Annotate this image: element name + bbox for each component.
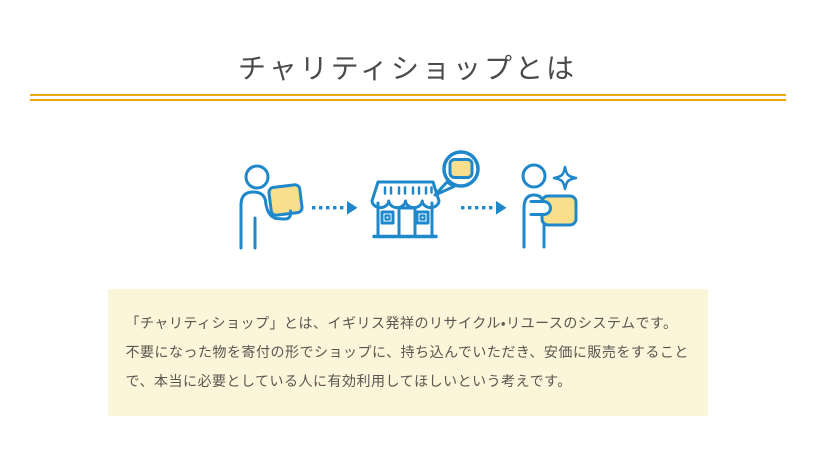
section-title: チャリティショップとは: [237, 53, 578, 84]
speech-bubble-item-icon: [433, 149, 480, 197]
charity-shop-storefront-icon: [370, 180, 440, 238]
receiver-hand: [529, 199, 552, 216]
donation-flow-illustration: [228, 141, 588, 256]
description-panel: 「チャリティショップ」とは、イギリス発祥のリサイクル・リユースのシステムです。不…: [107, 288, 708, 416]
sparkle-icon: [552, 165, 577, 190]
dotted-arrow-right-icon: [460, 200, 506, 215]
donor-person-icon: [239, 164, 269, 250]
dotted-arrow-right-icon: [311, 200, 357, 215]
donation-flow-svg: [239, 149, 577, 250]
donated-item-box-icon: [266, 182, 304, 217]
title-underline-divider: [29, 93, 786, 101]
charity-shop-section: チャリティショップとは: [0, 52, 815, 450]
description-text: 「チャリティショップ」とは、イギリス発祥のリサイクル・リユースのシステムです。不…: [125, 314, 689, 389]
donor-arm: [263, 199, 292, 221]
